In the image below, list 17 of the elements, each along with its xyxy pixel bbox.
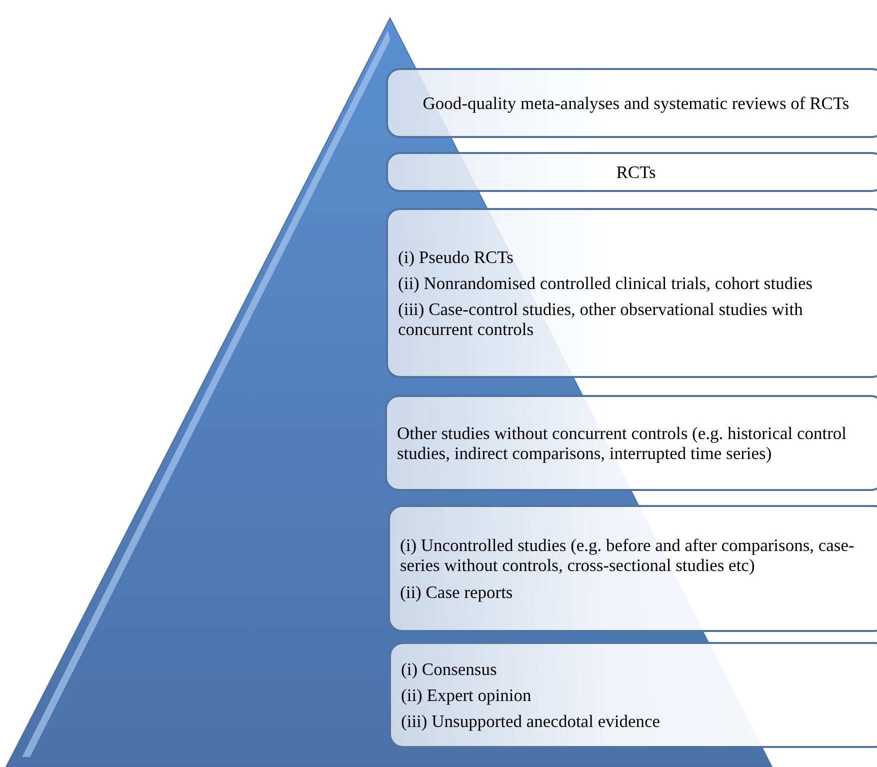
level-text: RCTs bbox=[615, 162, 657, 182]
evidence-level-box bbox=[386, 68, 877, 138]
level-text: (ii) Case reports bbox=[400, 582, 514, 602]
level-text: Other studies without concurrent controls (e.g. historical control studies, indirect comparisons, interrupted time series) bbox=[397, 422, 848, 464]
level-text: (ii) Expert opinion bbox=[401, 684, 532, 706]
level-text: Good-quality meta-analyses and systematic reviews of RCTs bbox=[422, 92, 850, 114]
evidence-level-box bbox=[386, 152, 877, 192]
level-text: (iii) Case-control studies, other observational studies with concurrent controls bbox=[398, 299, 804, 340]
evidence-level-box bbox=[385, 395, 877, 491]
level-text: (i) Pseudo RCTs bbox=[398, 246, 514, 267]
evidence-level-box bbox=[389, 642, 877, 748]
level-text: (i) Consensus bbox=[401, 658, 498, 679]
level-text: (ii) Nonrandomised controlled clinical trials, cohort studies bbox=[398, 272, 814, 293]
evidence-level-box bbox=[388, 505, 877, 632]
evidence-level-box bbox=[386, 208, 877, 378]
level-text: (i) Uncontrolled studies (e.g. before and after comparisons, case-series without controls, cross-sectional studies etc) bbox=[400, 535, 856, 576]
level-text: (iii) Unsupported anecdotal evidence bbox=[401, 711, 661, 732]
